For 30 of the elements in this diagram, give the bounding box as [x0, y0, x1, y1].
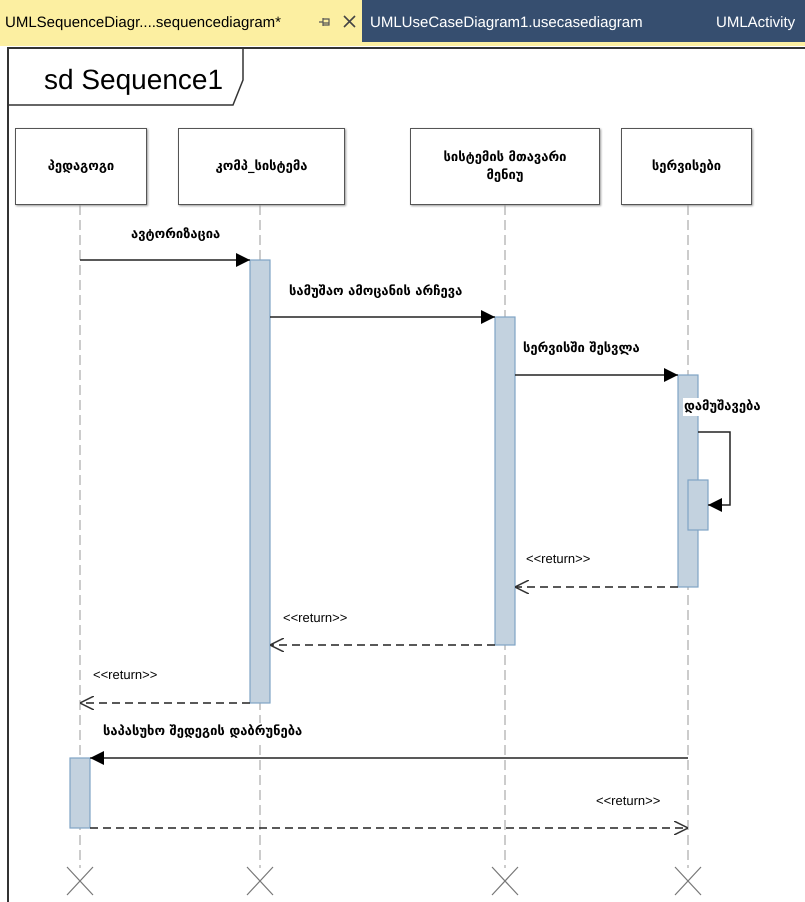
lifeline-head — [410, 128, 600, 205]
lifeline-head — [15, 128, 147, 205]
return-arrow — [79, 695, 250, 711]
message-arrow — [698, 431, 731, 512]
message-arrow — [90, 751, 688, 765]
message-label: საპასუხო შედეგის დაბრუნება — [102, 723, 304, 741]
tab-label: UMLSequenceDiagr....sequencediagram* — [5, 14, 281, 32]
message-label: ავტორიზაცია — [130, 226, 222, 244]
return-arrow — [514, 579, 678, 595]
lifeline-head — [178, 128, 345, 205]
lifeline-name: სისტემის მთავარი მენიუ — [442, 148, 568, 184]
activation-bar — [69, 757, 91, 829]
message-label: დამუშავება — [683, 398, 762, 416]
lifeline-name: პედაგოგი — [48, 158, 114, 176]
message-arrow — [80, 253, 250, 267]
activation-bar — [494, 316, 516, 646]
frame-title: sd Sequence1 — [44, 64, 224, 96]
lifeline-head — [621, 128, 752, 205]
tab-label: UMLActivity — [716, 14, 796, 32]
message-label: სერვისში შესვლა — [522, 340, 641, 358]
return-arrow — [269, 637, 495, 653]
message-label: სამუშაო ამოცანის არჩევა — [288, 283, 464, 301]
message-arrow — [515, 368, 678, 382]
tab-label: UMLUseCaseDiagram1.usecasediagram — [370, 14, 643, 32]
activation-bar — [687, 479, 709, 531]
lifeline-name: სერვისები — [652, 158, 722, 176]
activation-bar — [249, 259, 271, 704]
lifeline-name: კომპ_სისტემა — [216, 158, 308, 176]
message-arrow — [270, 310, 495, 324]
return-arrow — [90, 820, 689, 836]
